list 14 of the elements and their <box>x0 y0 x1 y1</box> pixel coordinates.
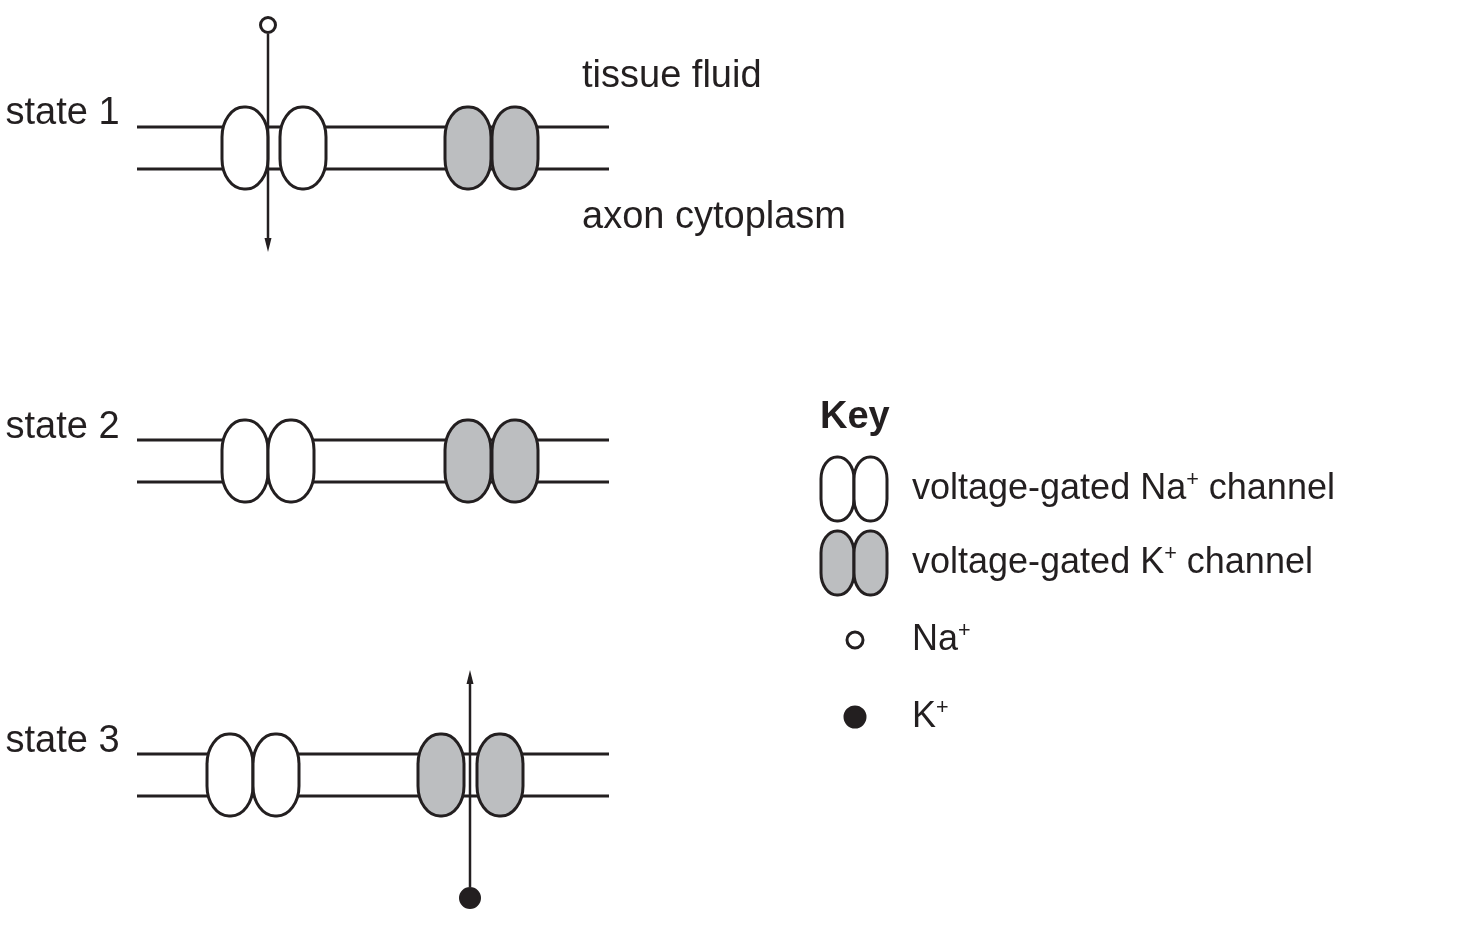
state-label: state 1 <box>5 89 120 134</box>
state-label: state 3 <box>5 717 120 762</box>
region-label: tissue fluid <box>582 52 762 97</box>
legend-text: voltage-gated K$^{+}$ channel <box>912 539 1313 583</box>
arrow <box>466 670 474 887</box>
key-heading: Key <box>820 393 890 438</box>
legend-text: voltage-gated Na$^{+}$ channel <box>912 465 1335 509</box>
region-label: axon cytoplasm <box>582 193 846 238</box>
arrow <box>264 34 272 252</box>
legend-text: Na$^{+}$ <box>912 616 971 660</box>
filled-circle <box>459 887 481 909</box>
state-label: state 2 <box>5 403 120 448</box>
open-circle <box>259 16 277 34</box>
legend-text: K$^{+}$ <box>912 693 949 737</box>
